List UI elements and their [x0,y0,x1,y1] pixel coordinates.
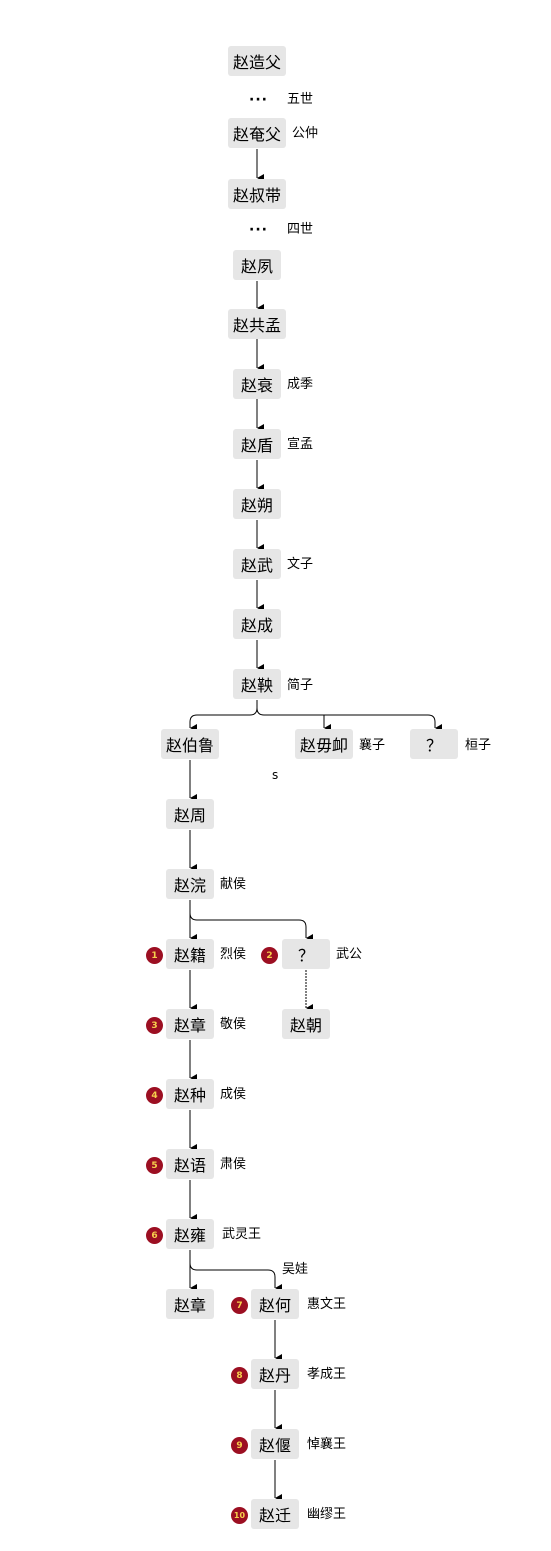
node-zhao-su: 赵夙 [233,250,281,280]
node-zhao-zhang-1: 赵章 [166,1009,214,1039]
ruler-badge-9: 9 [231,1437,248,1454]
ruler-badge-7: 7 [231,1297,248,1314]
node-zhao-qian: 赵迁 [251,1499,299,1529]
node-zhao-zhou: 赵周 [166,799,214,829]
node-zhao-yong: 赵雍 [166,1219,214,1249]
node-zhao-wuxu: 赵毋卹 [295,729,353,759]
ellipsis-gap-1: ··· [249,92,268,108]
gap-label-five-generations: 五世 [287,92,314,107]
title-ji: 烈侯 [220,947,247,962]
node-zhao-huan: 赵浣 [166,869,214,899]
node-zhao-zhang-2: 赵章 [166,1289,214,1319]
node-zhao-shuai: 赵衰 [233,369,281,399]
node-zhao-dun: 赵盾 [233,429,281,459]
ruler-badge-10: 10 [231,1507,248,1524]
ellipsis-gap-2: ··· [249,222,268,238]
node-unknown-2: ？ [282,939,330,969]
node-zhao-cheng: 赵成 [233,609,281,639]
node-zhao-dan: 赵丹 [251,1359,299,1389]
gap-label-four-generations: 四世 [287,222,314,237]
node-zhao-gongmeng: 赵共孟 [228,309,286,339]
node-unknown-1: ？ [410,729,458,759]
ruler-badge-8: 8 [231,1367,248,1384]
node-zhao-wu: 赵武 [233,549,281,579]
ruler-badge-5: 5 [146,1157,163,1174]
title-zhang-1: 敬侯 [220,1017,247,1032]
node-zhao-zaofu: 赵造父 [228,46,286,76]
ruler-badge-6: 6 [146,1227,163,1244]
node-zhao-bolu: 赵伯鲁 [161,729,219,759]
title-wuxu: 襄子 [359,738,386,753]
edge-huan-unknown2 [189,900,313,942]
node-zhao-he: 赵何 [251,1289,299,1319]
edge-yong-he [189,1250,282,1292]
ruler-badge-1: 1 [146,947,163,964]
ruler-badge-2: 2 [261,947,278,964]
title-wu: 文子 [287,557,314,572]
edge-yang-branch [189,700,258,728]
node-zhao-yan: 赵偃 [251,1429,299,1459]
title-unknown-2: 武公 [336,947,363,962]
node-zhao-ji: 赵籍 [166,939,214,969]
node-zhao-shuo: 赵朔 [233,489,281,519]
node-zhao-yang: 赵鞅 [233,669,281,699]
node-zhao-yu: 赵语 [166,1149,214,1179]
title-yanfu: 公仲 [292,126,319,141]
ruler-badge-4: 4 [146,1087,163,1104]
title-yan: 悼襄王 [307,1437,347,1452]
title-unknown-1: 桓子 [465,738,492,753]
node-zhao-shudai: 赵叔带 [228,179,286,209]
title-huan: 献侯 [220,877,247,892]
title-dan: 孝成王 [307,1367,347,1382]
title-dun: 宣孟 [287,437,314,452]
title-yong: 武灵王 [222,1227,262,1242]
title-he: 惠文王 [307,1297,347,1312]
stray-note: s [272,768,279,782]
title-yu: 肃侯 [220,1157,247,1172]
title-qian: 幽缪王 [307,1507,347,1522]
title-shuai: 成季 [287,377,314,392]
ruler-badge-3: 3 [146,1017,163,1034]
node-zhao-yanfu: 赵奄父 [228,118,286,148]
note-wuwa: 吴娃 [282,1262,309,1277]
title-zhong: 成侯 [220,1087,247,1102]
node-zhao-chao: 赵朝 [282,1009,330,1039]
title-yang: 简子 [287,678,314,693]
node-zhao-zhong: 赵种 [166,1079,214,1109]
